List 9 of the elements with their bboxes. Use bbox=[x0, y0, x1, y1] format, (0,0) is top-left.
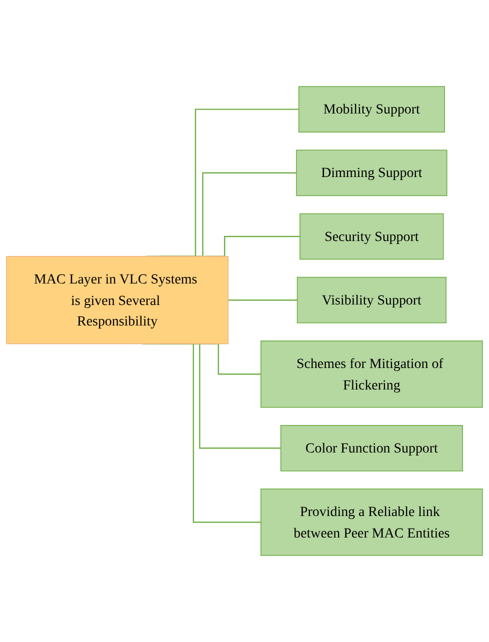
node-box: MAC Layer in VLC Systems is given Several Responsibility bbox=[6, 256, 228, 344]
connector bbox=[228, 299, 298, 301]
node-box: Mobility Support bbox=[298, 86, 445, 132]
node-box: Dimming Support bbox=[296, 150, 448, 196]
node-box: Color Function Support bbox=[280, 425, 463, 472]
node-box: Providing a Reliable link between Peer MAC Entities bbox=[260, 488, 483, 556]
node-box: Security Support bbox=[300, 213, 444, 260]
node-box: Schemes for Mitigation of Flickering bbox=[260, 340, 483, 408]
node-box: Visibility Support bbox=[296, 276, 446, 324]
